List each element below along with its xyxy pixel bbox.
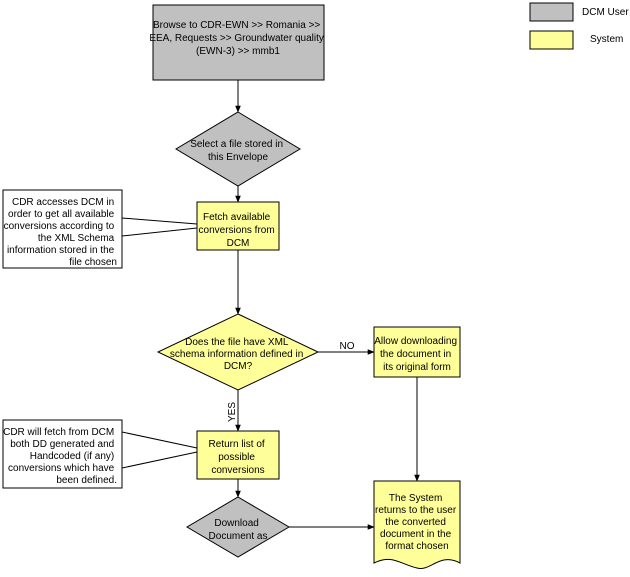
download-as-text: Download Document as [209,518,268,542]
xml-schema-decision-line: Does the file have XML [185,337,289,348]
browse-step-line: EEA, Requests >> Groundwater quality [149,33,324,44]
note-connector-access-top [121,217,198,225]
browse-step-line: Browse to CDR-EWN >> Romania >> [153,20,320,31]
system-returns-line: the converted [385,517,446,528]
return-list-line: possible [218,452,255,463]
note-cdr-access-line: conversions according to [4,221,115,232]
legend-label-system: System [590,34,623,45]
return-list-box [196,430,280,480]
return-list-line: Return list of [209,439,265,450]
xml-schema-decision-line: schema information defined in [170,349,303,360]
select-file-decision [175,111,301,187]
no-edge-label: NO [340,341,355,352]
xml-schema-decision-text: Does the file have XML schema informatio… [170,337,306,372]
legend: DCM User System [529,2,629,50]
browse-step-box [152,4,325,81]
fetch-conversions-line: Fetch available [203,212,271,223]
fetch-conversions-line: DCM [227,238,250,249]
legend-swatch-dcm-user [529,2,574,22]
download-as-line: Download [214,518,258,529]
fetch-conversions-text: Fetch available conversions from DCM [199,212,278,249]
note-cdr-fetch-line: conversions which have [8,463,115,474]
return-list-text: Return list of possible conversions [209,439,268,476]
system-returns-line: format chosen [385,541,448,552]
system-returns-line: The System [389,493,442,504]
system-returns-line: document in the [380,529,452,540]
system-returns-line: returns to the user [375,505,457,516]
legend-label-dcm-user: DCM User [582,7,629,18]
select-file-line: Select a file stored in [190,139,283,150]
xml-schema-decision [156,313,320,391]
allow-download-line: its original form [383,362,451,373]
system-returns-document [373,480,461,569]
note-cdr-fetch-line: both DD generated and [10,439,114,450]
note-cdr-access-line: CDR accesses DCM in [12,197,114,208]
legend-swatch-system [529,30,574,50]
note-cdr-access-line: the XML Schema [38,233,115,244]
note-cdr-access [2,189,123,269]
note-cdr-access-text: CDR accesses DCM in order to get all ava… [4,197,117,268]
allow-download-box [373,326,461,378]
allow-download-line: the document in [380,349,451,360]
note-cdr-fetch-line: been defined. [56,475,117,486]
note-connector-fetch-bottom [121,451,198,469]
select-file-text: Select a file stored in this Envelope [190,139,286,163]
note-cdr-fetch-line: CDR will fetch from DCM [3,427,114,438]
note-connector-fetch-top [121,431,198,449]
return-list-line: conversions [211,465,264,476]
fetch-conversions-box [196,201,280,251]
browse-step-text: Browse to CDR-EWN >> Romania >> EEA, Req… [149,20,326,57]
note-cdr-fetch [2,419,123,489]
note-cdr-fetch-line: Handcoded (if any) [30,451,115,462]
allow-download-text: Allow downloading the document in its or… [374,336,460,373]
note-cdr-access-line: file chosen [69,257,117,268]
yes-edge-label: YES [227,402,238,422]
note-cdr-access-line: information stored in the [7,245,115,256]
note-connector-access-bottom [121,227,198,237]
download-as-decision [186,496,290,558]
xml-schema-decision-line: DCM? [224,361,253,372]
note-cdr-access-line: order to get all available [8,209,115,220]
browse-step-line: (EWN-3) >> mmb1 [196,46,280,57]
download-as-line: Document as [209,531,268,542]
select-file-line: this Envelope [208,152,268,163]
fetch-conversions-line: conversions from [199,225,275,236]
note-cdr-fetch-text: CDR will fetch from DCM both DD generate… [3,427,117,486]
system-returns-text: The System returns to the user the conve… [375,493,459,552]
allow-download-line: Allow downloading [374,336,457,347]
connectors [121,80,420,530]
